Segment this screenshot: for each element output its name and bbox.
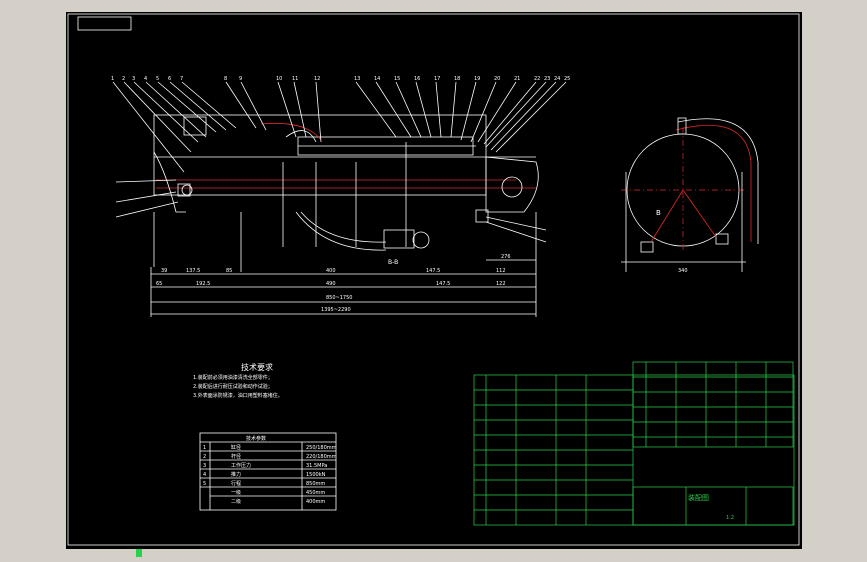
part-number-label: 25 xyxy=(564,76,570,82)
section-label: B-B xyxy=(388,259,398,266)
dimension-lines xyxy=(150,259,536,317)
view-marker: B xyxy=(656,209,661,217)
dim-side: 340 xyxy=(678,268,688,274)
param-value: 850mm xyxy=(306,481,325,487)
param-name: 工作压力 xyxy=(231,462,251,469)
param-no: 3 xyxy=(203,463,206,469)
param-value: 400mm xyxy=(306,499,325,505)
param-value: 220/180mm xyxy=(306,454,337,460)
part-number-label: 17 xyxy=(434,76,440,82)
param-no: 1 xyxy=(203,445,206,451)
part-number-label: 7 xyxy=(180,76,183,82)
param-value: 31.5MPa xyxy=(306,463,327,469)
dim-row2-text: 122 xyxy=(496,281,506,287)
dim-top-text: 137.5 xyxy=(186,268,200,274)
dim-right: 276 xyxy=(501,254,511,260)
dim-top-text: 85 xyxy=(226,268,232,274)
sheet-corner-tag xyxy=(77,16,132,31)
part-number-label: 8 xyxy=(224,76,227,82)
part-number-label: 23 xyxy=(544,76,550,82)
param-name: 杆径 xyxy=(231,453,241,460)
param-no: 5 xyxy=(203,481,206,487)
dim-top-text: 147.5 xyxy=(426,268,440,274)
part-number-label: 1 xyxy=(111,76,114,82)
dim-row2-text: 192.5 xyxy=(196,281,210,287)
parts-list-green: 装配图 1:2 xyxy=(473,361,795,526)
param-no: 4 xyxy=(203,472,206,478)
leader-lines xyxy=(112,81,567,243)
part-number-label: 10 xyxy=(276,76,282,82)
part-number-label: 11 xyxy=(292,76,298,82)
dim-row4: 1395~2290 xyxy=(321,307,351,313)
part-number-label: 5 xyxy=(156,76,159,82)
param-name: 二级 xyxy=(231,498,241,505)
part-number-label: 3 xyxy=(132,76,135,82)
dim-top-text: 400 xyxy=(326,268,336,274)
part-number-label: 22 xyxy=(534,76,540,82)
cylinder-main-view xyxy=(153,114,539,317)
param-name: 行程 xyxy=(231,480,241,487)
part-number-label: 19 xyxy=(474,76,480,82)
dim-row2-text: 147.5 xyxy=(436,281,450,287)
notes-title: 技术要求 xyxy=(241,362,273,372)
technical-notes: 技术要求 1.装配前必须用油漆清洗全部零件； 2.装配后进行耐压试验和动作试验；… xyxy=(193,362,283,399)
param-name: 缸径 xyxy=(231,444,241,451)
dim-row2-text: 490 xyxy=(326,281,336,287)
part-number-label: 9 xyxy=(239,76,242,82)
param-value: 250/180mm xyxy=(306,445,337,451)
dim-top-text: 39 xyxy=(161,268,167,274)
part-number-label: 18 xyxy=(454,76,460,82)
dim-row2-text: 65 xyxy=(156,281,162,287)
param-name: 一级 xyxy=(231,489,241,496)
ucs-icon xyxy=(136,549,142,557)
part-number-label: 20 xyxy=(494,76,500,82)
drawing-canvas: 技术要求 1.装配前必须用油漆清洗全部零件； 2.装配后进行耐压试验和动作试验；… xyxy=(67,13,800,546)
part-number-label: 24 xyxy=(554,76,560,82)
part-number-label: 13 xyxy=(354,76,360,82)
part-number-label: 6 xyxy=(168,76,171,82)
param-table-title: 技术参数 xyxy=(246,435,266,442)
part-number-label: 14 xyxy=(374,76,380,82)
param-value: 1500kN xyxy=(306,472,326,478)
note-3: 3.外表面涂防锈漆，油口用塑料塞堵住。 xyxy=(193,392,283,399)
parameter-table: 技术参数 xyxy=(199,432,337,511)
cad-viewport[interactable]: 技术要求 1.装配前必须用油漆清洗全部零件； 2.装配后进行耐压试验和动作试验；… xyxy=(66,12,802,557)
part-number-label: 12 xyxy=(314,76,320,82)
title-block-name: 装配图 xyxy=(688,493,709,502)
part-number-label: 2 xyxy=(122,76,125,82)
part-number-label: 4 xyxy=(144,76,147,82)
cylinder-end-view xyxy=(621,117,759,272)
note-2: 2.装配后进行耐压试验和动作试验； xyxy=(193,383,273,390)
sheet-border xyxy=(67,13,800,546)
part-number-label: 15 xyxy=(394,76,400,82)
dim-row3: 850~1750 xyxy=(326,295,352,301)
dim-top-text: 112 xyxy=(496,268,506,274)
param-value: 450mm xyxy=(306,490,325,496)
note-1: 1.装配前必须用油漆清洗全部零件； xyxy=(193,374,273,381)
param-name: 推力 xyxy=(231,471,241,478)
sheet-scale: 1:2 xyxy=(726,515,734,521)
param-no: 2 xyxy=(203,454,206,460)
part-number-label: 21 xyxy=(514,76,520,82)
part-number-label: 16 xyxy=(414,76,420,82)
